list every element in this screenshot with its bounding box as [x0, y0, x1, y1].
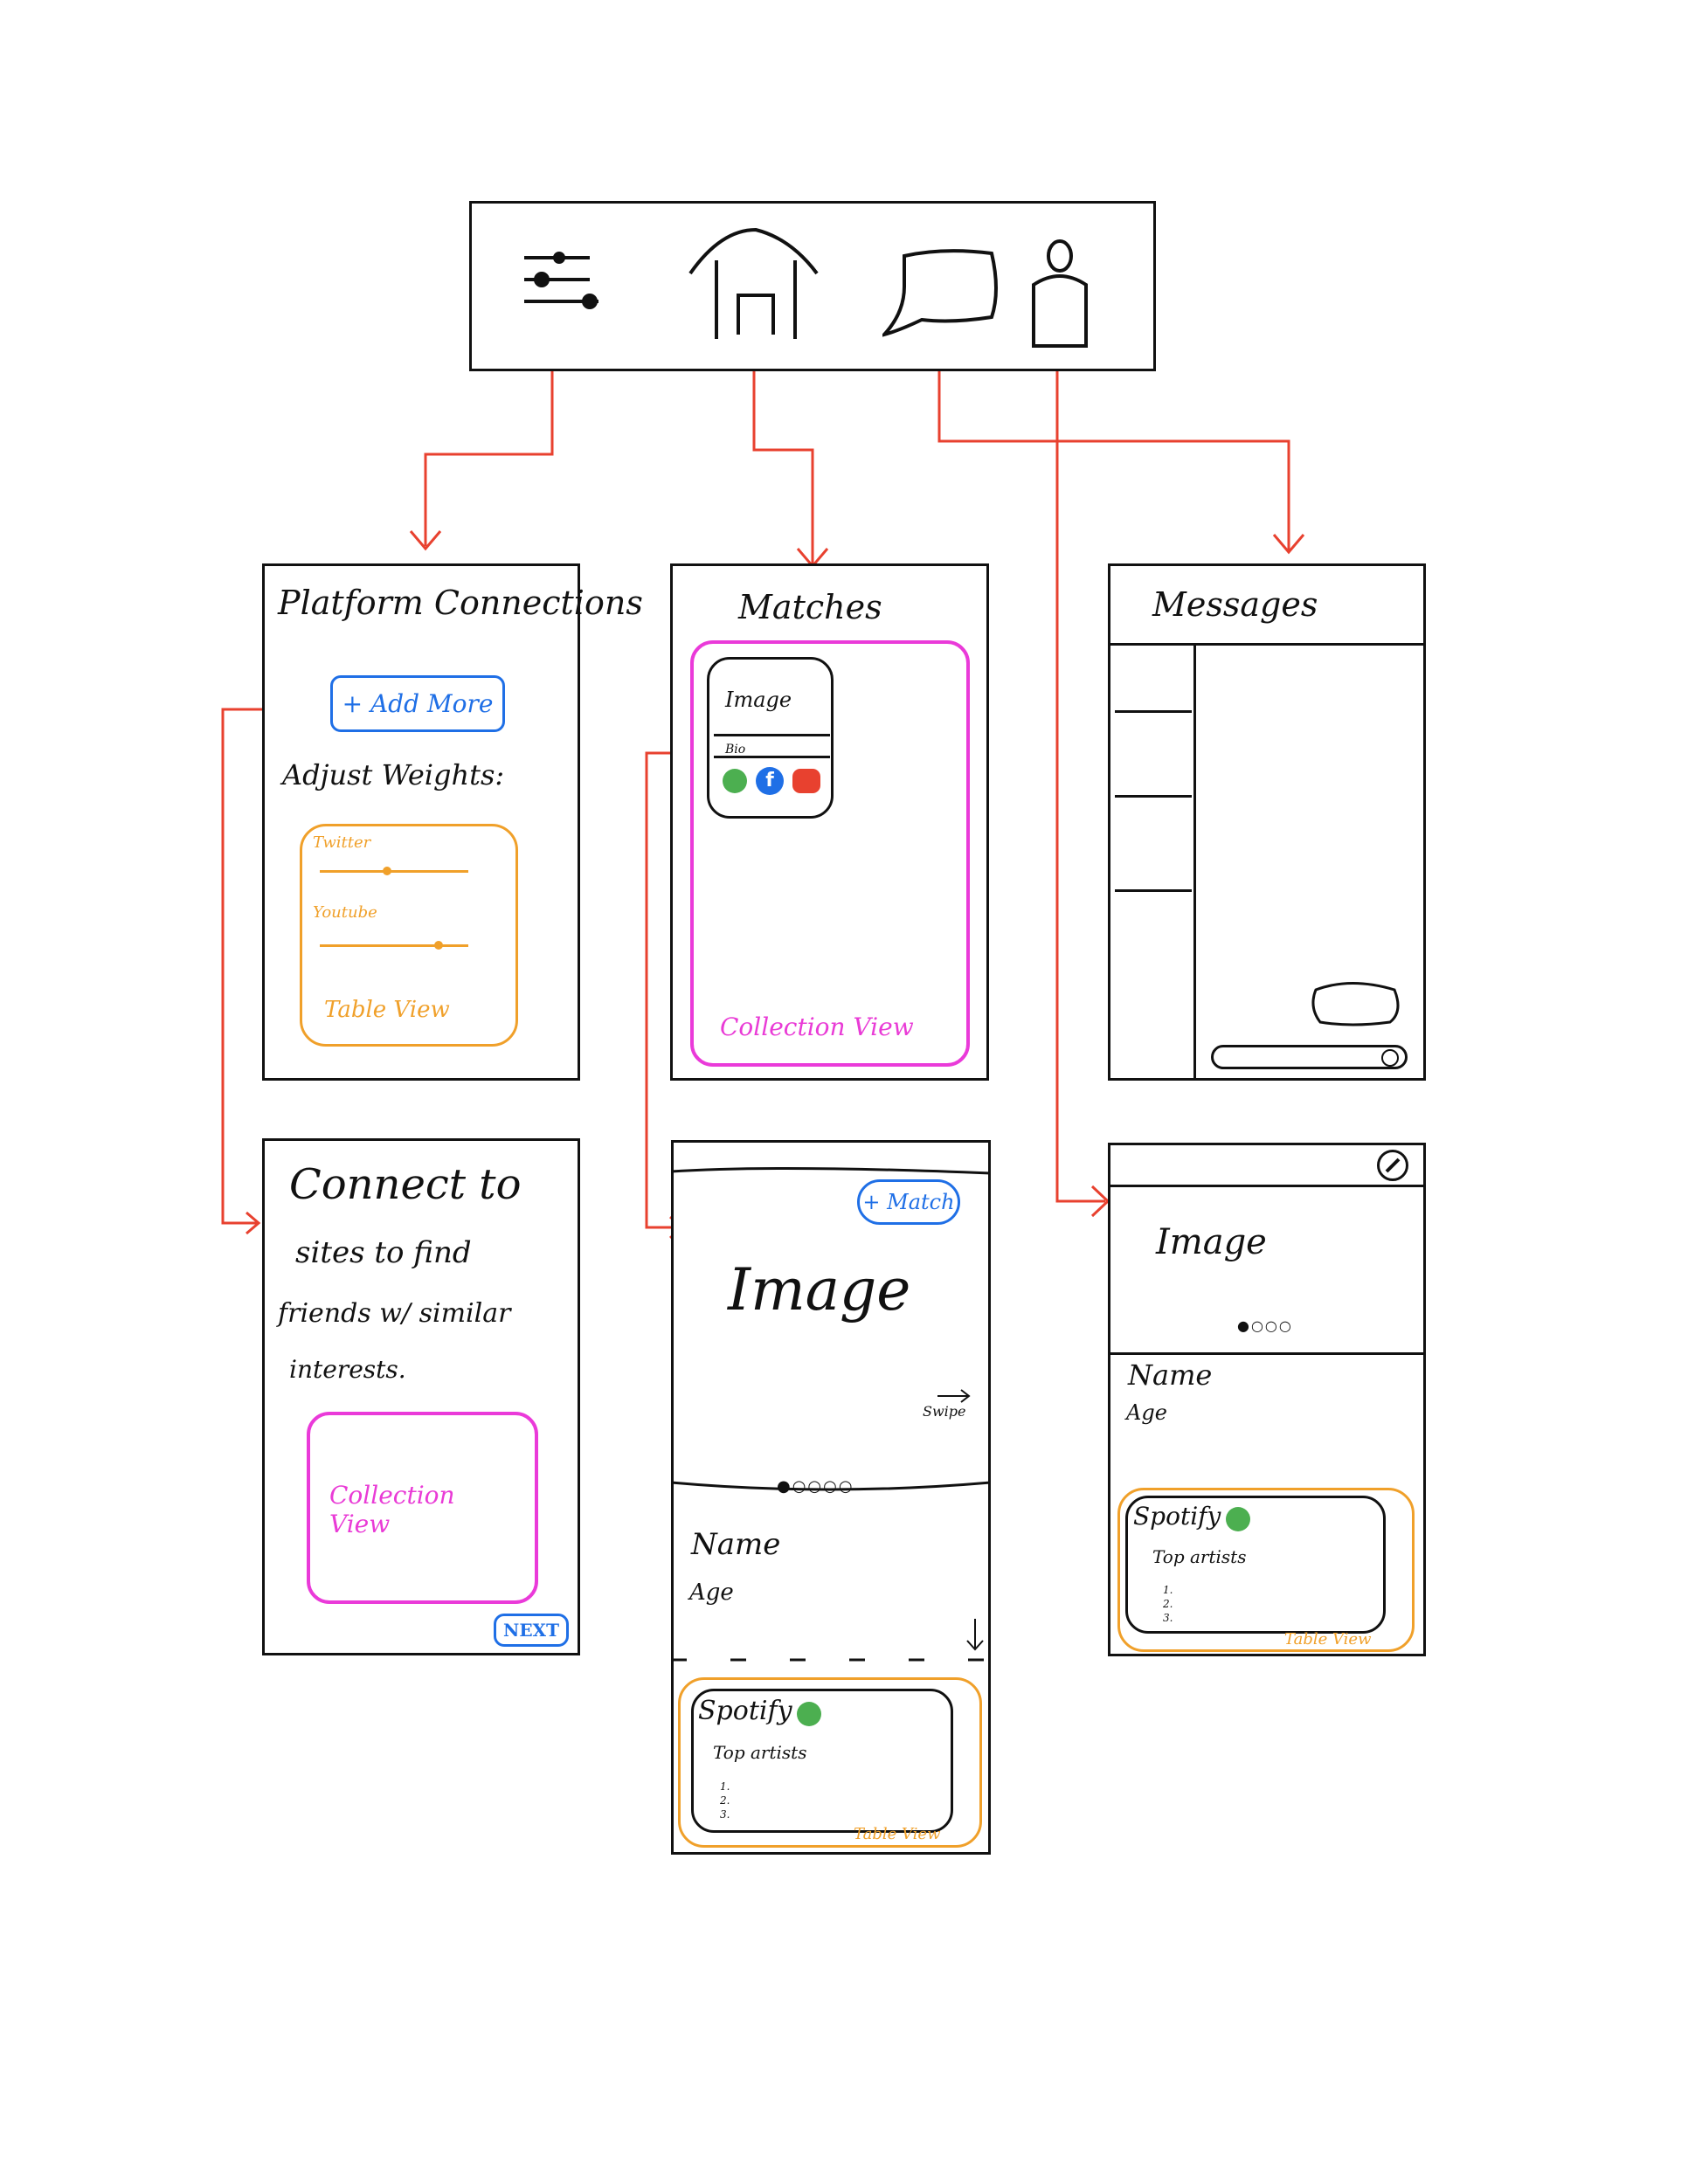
arrow-right-icon [937, 1389, 971, 1403]
image-divider [671, 1481, 991, 1491]
connect-collection-view: Collection View [307, 1412, 538, 1604]
spotify-icon[interactable] [723, 769, 747, 793]
top-artists-label: Top artists [713, 1742, 807, 1763]
image-label: Image [728, 1256, 911, 1324]
spotify-icon [797, 1702, 821, 1726]
next-button[interactable]: NEXT [494, 1614, 569, 1647]
connect-text-line: friends w/ similar [278, 1298, 511, 1329]
list-item: 1. [1163, 1584, 1173, 1596]
match-button[interactable]: + Match [857, 1179, 960, 1225]
youtube-slider[interactable] [320, 944, 468, 947]
spotify-table-view: Spotify Top artists 1. 2. 3. Table View [1117, 1488, 1415, 1652]
image-divider [1110, 1352, 1423, 1355]
connect-screen: Connect to sites to find friends w/ simi… [262, 1138, 580, 1655]
list-item: 2. [720, 1794, 730, 1807]
conversation-row[interactable] [1115, 889, 1192, 892]
slider-label: Youtube [313, 903, 377, 922]
connect-text-line: interests. [289, 1355, 406, 1384]
list-item: 3. [720, 1808, 730, 1821]
arrow-settings-to-platform [424, 354, 554, 546]
chat-bubble-icon[interactable] [882, 243, 1005, 348]
conversation-row[interactable] [1115, 710, 1192, 713]
facebook-icon[interactable]: f [756, 767, 784, 795]
swipe-label: Swipe [923, 1403, 966, 1420]
home-icon[interactable] [686, 225, 826, 348]
add-more-button[interactable]: + Add More [330, 675, 505, 732]
page-title: Matches [738, 588, 882, 626]
image-label: Image [1156, 1222, 1267, 1262]
matches-screen: Matches Image Bio f Collection View [670, 563, 989, 1081]
adjust-weights-label: Adjust Weights: [282, 758, 505, 791]
spotify-card: Spotify Top artists 1. 2. 3. [691, 1689, 953, 1833]
spotify-table-view: Spotify Top artists 1. 2. 3. Table View [678, 1677, 982, 1848]
card-divider [714, 734, 830, 736]
header-divider [1110, 1185, 1423, 1187]
arrow-down-icon [966, 1619, 984, 1651]
card-image-label: Image [725, 688, 792, 712]
slider-thumb[interactable] [382, 867, 391, 875]
list-item: 3. [1163, 1612, 1173, 1624]
slider-thumb[interactable] [434, 941, 443, 950]
message-bubble-icon [1311, 982, 1400, 1026]
age-label: Age [689, 1579, 734, 1606]
age-label: Age [1126, 1400, 1167, 1425]
page-title: Messages [1152, 585, 1318, 624]
spotify-card: Spotify Top artists 1. 2. 3. [1125, 1496, 1386, 1634]
tab-bar [469, 201, 1156, 371]
sliders-icon[interactable] [520, 240, 607, 328]
arrow-person-to-profile [1055, 369, 1105, 1203]
name-label: Name [1128, 1358, 1213, 1392]
arrow-chat-to-messages [937, 369, 1290, 550]
edit-icon[interactable] [1377, 1150, 1408, 1181]
match-card[interactable]: Image Bio f [707, 657, 834, 819]
top-artists-label: Top artists [1152, 1546, 1247, 1567]
dashed-divider [671, 1658, 991, 1662]
header-divider [1110, 643, 1423, 646]
platform-connections-screen: Platform Connections + Add More Adjust W… [262, 563, 643, 1081]
list-item: 2. [1163, 1598, 1173, 1610]
slider-label: Twitter [313, 833, 371, 852]
collection-view-label: Collection View [329, 1481, 455, 1538]
card-divider [714, 756, 830, 758]
table-view-label: Table View [854, 1825, 941, 1843]
name-label: Name [691, 1527, 781, 1562]
sidebar-divider [1193, 643, 1196, 1080]
table-view-label: Table View [324, 997, 450, 1023]
profile-screen: Image ●○○○ Name Age Spotify Top artists … [1108, 1143, 1426, 1656]
spotify-title: Spotify [1133, 1502, 1221, 1531]
connect-text-line: sites to find [295, 1235, 472, 1270]
page-title: Platform Connections [278, 584, 643, 622]
message-input[interactable] [1211, 1045, 1408, 1069]
weights-table-view: Twitter Youtube Table View [300, 824, 518, 1047]
youtube-icon[interactable] [792, 769, 820, 793]
page-indicator[interactable]: ●○○○ [1237, 1317, 1293, 1334]
matches-collection-view: Image Bio f Collection View [690, 640, 970, 1067]
match-detail-screen: + Match Image Swipe ●○○○○ Name Age Spoti… [671, 1140, 991, 1855]
arrow-home-to-matches [752, 369, 814, 563]
send-icon[interactable] [1381, 1049, 1399, 1067]
spotify-title: Spotify [698, 1696, 792, 1726]
messages-screen: Messages [1108, 563, 1426, 1081]
table-view-label: Table View [1284, 1630, 1372, 1648]
list-item: 1. [720, 1780, 730, 1793]
card-bio-label: Bio [725, 743, 746, 757]
top-divider [671, 1166, 991, 1175]
twitter-slider[interactable] [320, 870, 468, 873]
connect-text-line: Connect to [289, 1160, 522, 1209]
person-icon[interactable] [1025, 237, 1095, 350]
collection-view-label: Collection View [720, 1013, 914, 1041]
page-indicator[interactable]: ●○○○○ [777, 1477, 854, 1496]
spotify-icon [1226, 1507, 1250, 1531]
conversation-row[interactable] [1115, 795, 1192, 798]
